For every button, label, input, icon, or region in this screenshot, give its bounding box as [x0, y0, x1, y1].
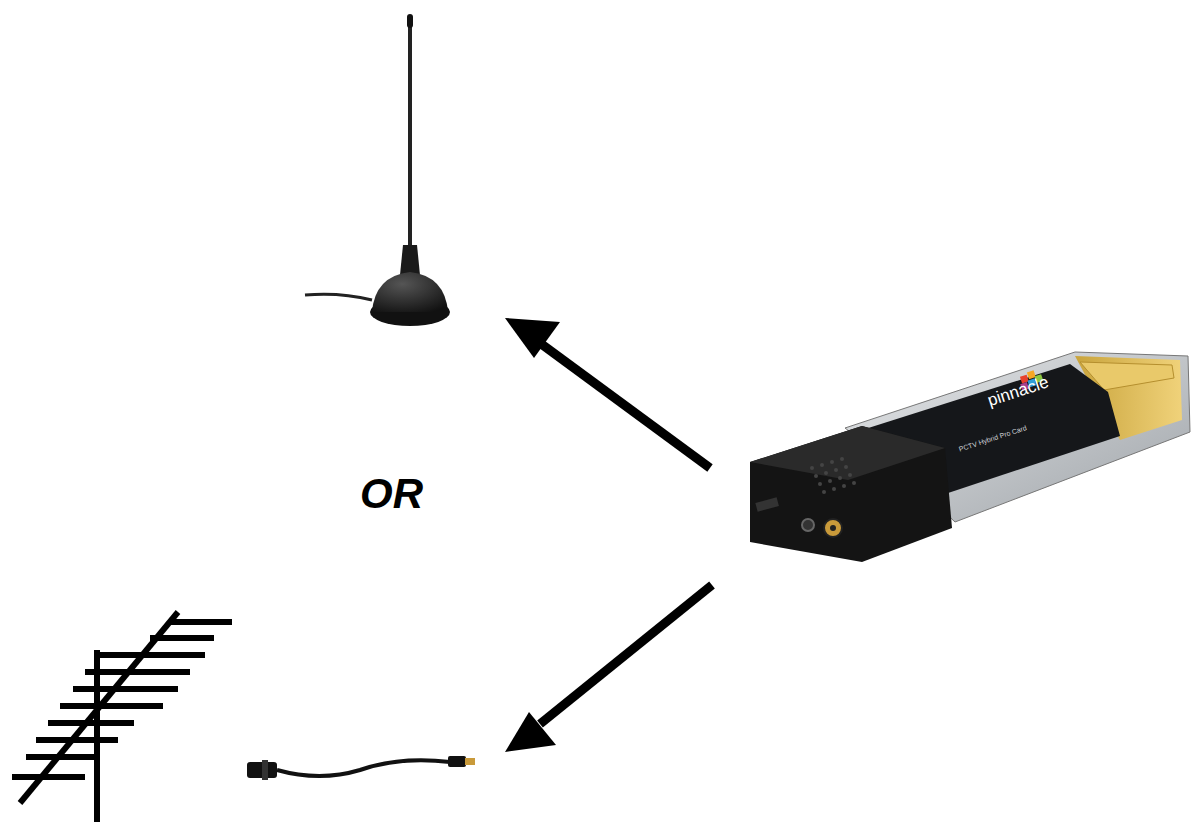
- antenna-tip: [407, 14, 413, 28]
- audio-jack: [802, 519, 814, 531]
- antenna-neck: [400, 245, 420, 275]
- rooftop-antenna: [12, 612, 232, 822]
- arrow-head: [505, 318, 560, 358]
- speaker-grille: [810, 457, 856, 494]
- card-housing: [750, 426, 952, 562]
- magnetic-antenna: [305, 14, 450, 326]
- adapter-cable: [247, 756, 475, 780]
- antenna-rod: [408, 20, 412, 250]
- mini-plug-tip: [465, 758, 475, 765]
- arrow-head: [505, 712, 556, 752]
- cable: [277, 760, 450, 776]
- tuner-card: [750, 352, 1190, 562]
- arrows: [505, 318, 712, 752]
- card-slot: [755, 497, 779, 511]
- mini-plug: [448, 756, 466, 767]
- separator-text: OR: [360, 470, 423, 518]
- antenna-dome: [372, 272, 448, 312]
- antenna-jack-pin: [830, 525, 836, 531]
- arrow-shaft: [540, 585, 712, 724]
- arrow-shaft: [540, 343, 710, 468]
- coax-plug-ring: [262, 760, 268, 780]
- antenna-cable: [305, 294, 372, 300]
- antenna-jack: [824, 519, 842, 537]
- card-housing-top: [750, 426, 945, 480]
